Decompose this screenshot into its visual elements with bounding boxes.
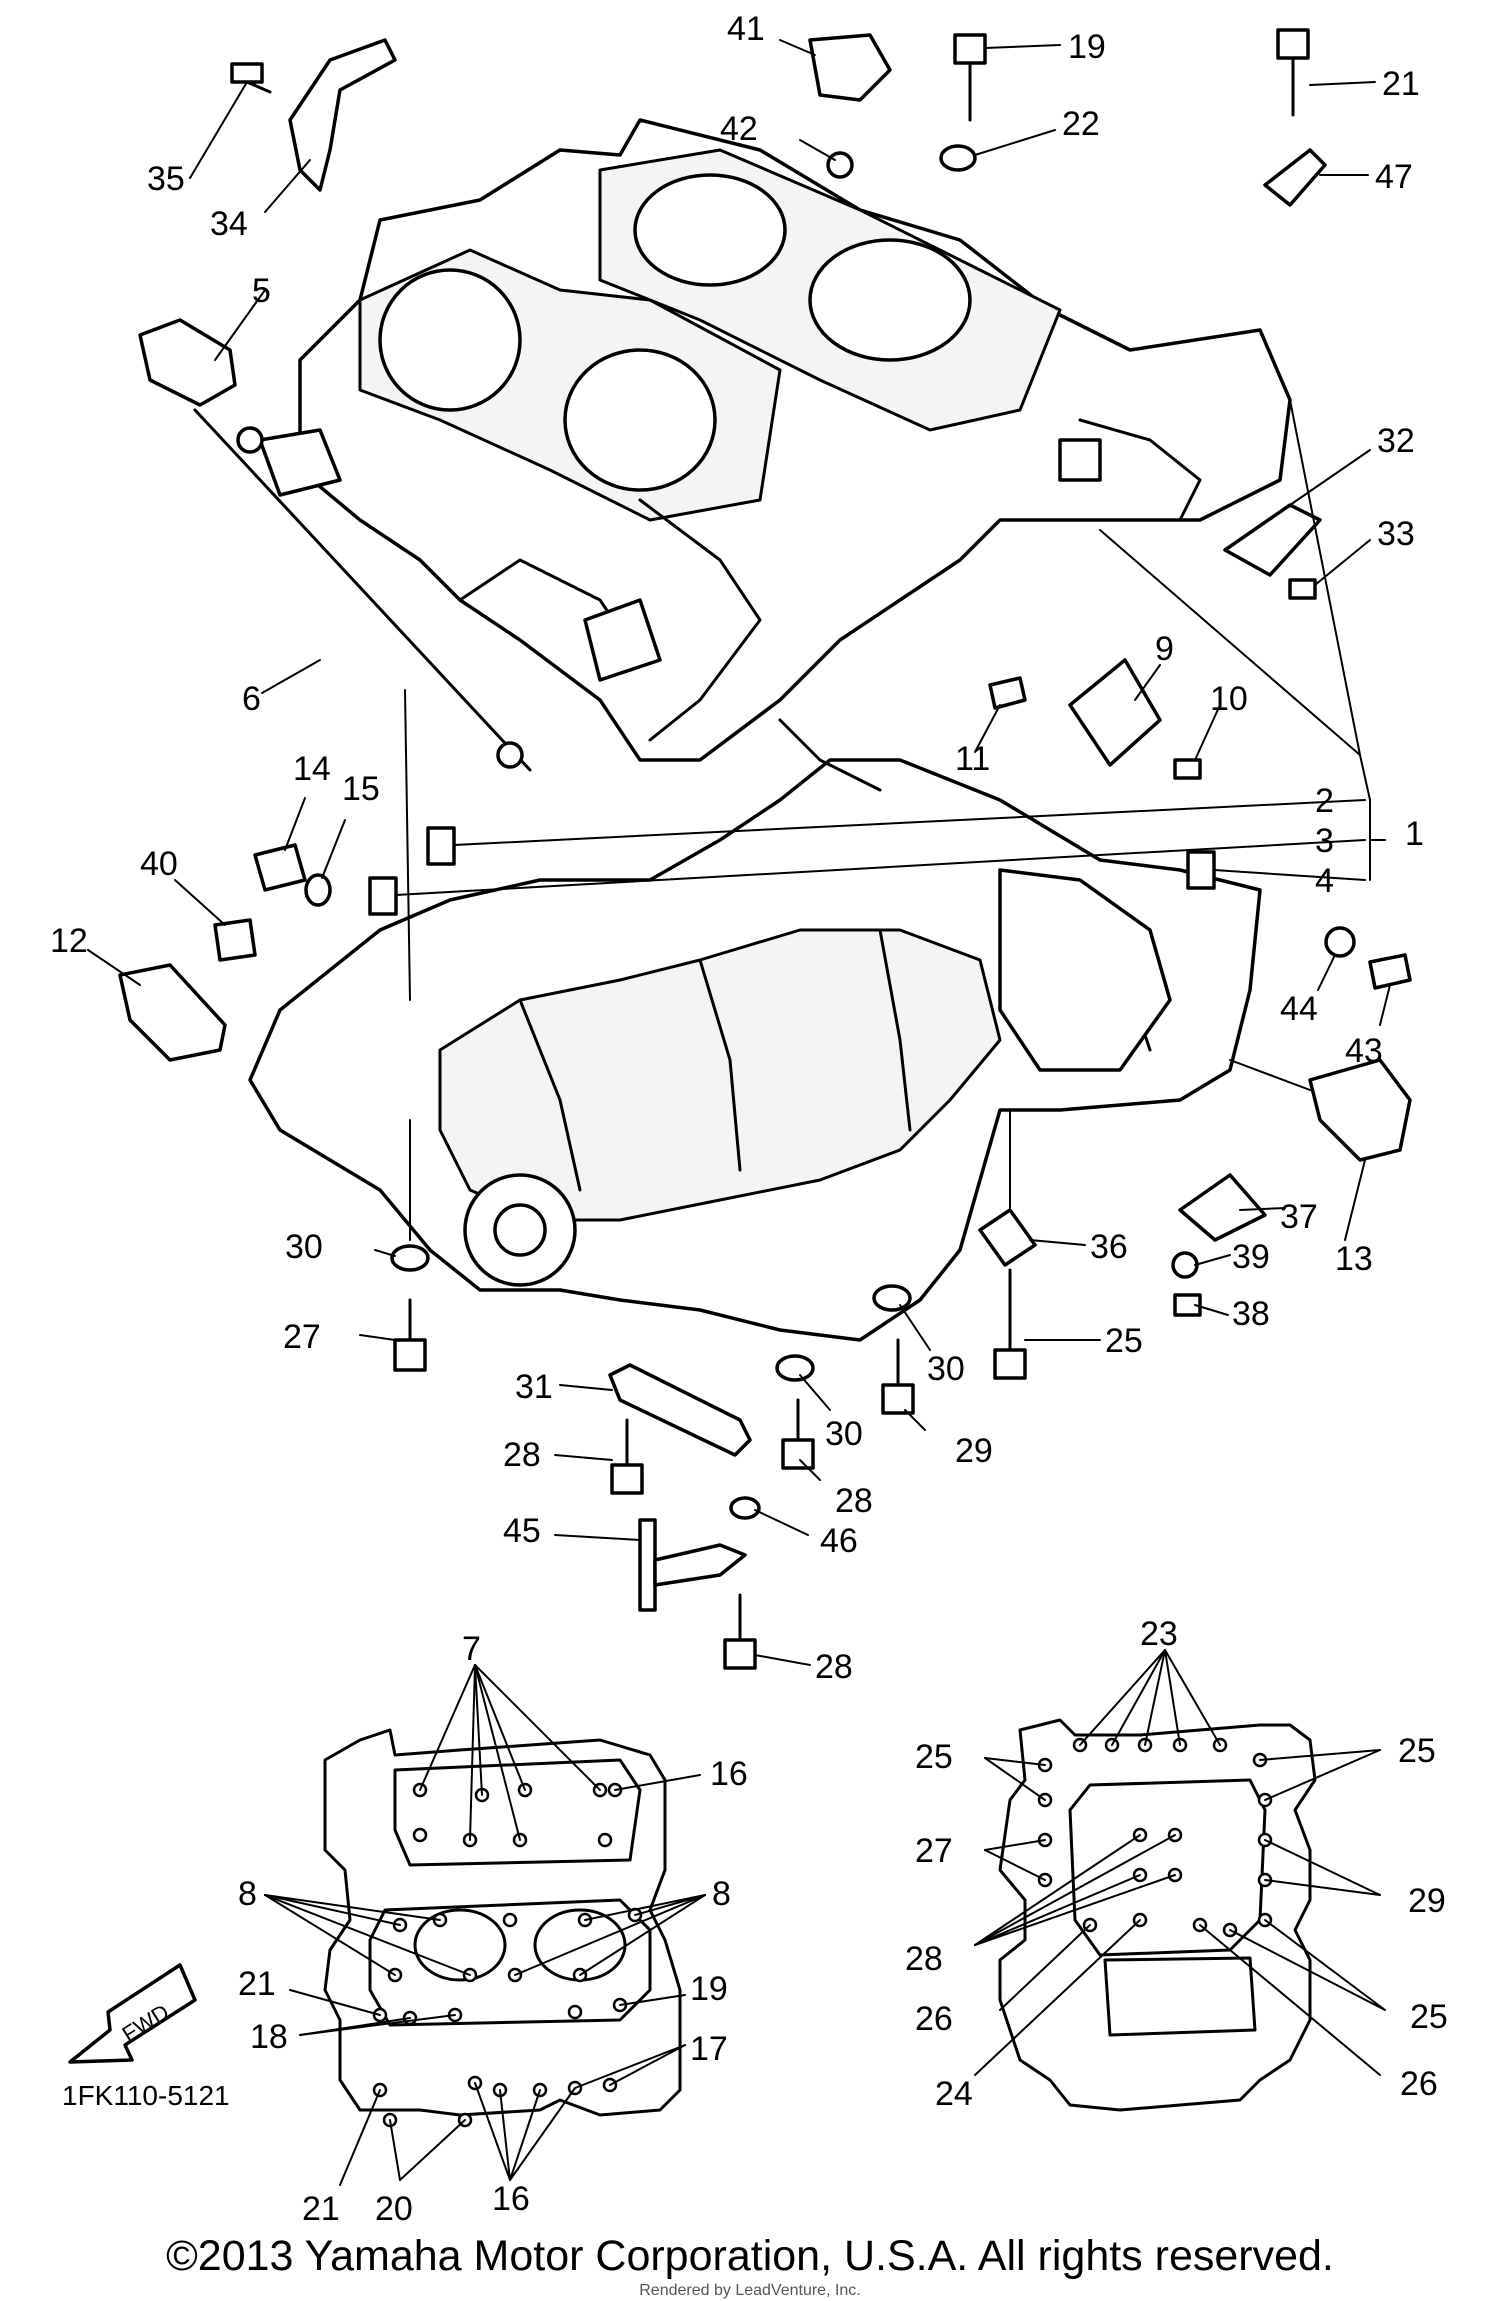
callout-28-a: 28 — [503, 1436, 541, 1474]
callout-10: 10 — [1210, 680, 1248, 718]
callout-29-mid: 29 — [955, 1432, 993, 1470]
callout-45: 45 — [503, 1512, 541, 1550]
callout-15: 15 — [342, 770, 380, 808]
callout-32: 32 — [1377, 422, 1415, 460]
callout-18: 18 — [250, 2018, 288, 2056]
callout-28-d: 28 — [905, 1940, 943, 1978]
callout-2: 2 — [1315, 782, 1334, 820]
callout-11: 11 — [955, 740, 990, 778]
callout-34: 34 — [210, 205, 248, 243]
callout-17: 17 — [690, 2030, 728, 2068]
callout-25-left: 25 — [915, 1738, 953, 1776]
diagram-code: 1FK110-5121 — [62, 2080, 230, 2111]
callout-30-b: 30 — [927, 1350, 965, 1388]
callout-36: 36 — [1090, 1228, 1128, 1266]
callout-16-top: 16 — [710, 1755, 748, 1793]
render-credit: Rendered by LeadVenture, Inc. — [639, 2282, 861, 2299]
callout-27-mid: 27 — [283, 1318, 321, 1356]
callout-19-bottom: 19 — [690, 1970, 728, 2008]
upper-crankcase — [258, 118, 1292, 762]
fwd-arrow-icon: FWD — [68, 1963, 197, 2064]
lower-crankcase — [248, 718, 1262, 1342]
callout-39: 39 — [1232, 1238, 1270, 1276]
callout-23: 23 — [1140, 1615, 1178, 1653]
callout-44: 44 — [1280, 990, 1318, 1028]
callout-28-c: 28 — [815, 1648, 853, 1686]
callout-46: 46 — [820, 1522, 858, 1560]
callout-42: 42 — [720, 110, 758, 148]
callout-9: 9 — [1155, 630, 1174, 668]
callout-4: 4 — [1315, 862, 1334, 900]
callout-21-mid: 21 — [238, 1965, 276, 2003]
callout-14: 14 — [293, 750, 331, 788]
callout-21-bottom: 21 — [302, 2190, 340, 2228]
callout-33: 33 — [1377, 515, 1415, 553]
callout-35: 35 — [147, 160, 185, 198]
callout-30-a: 30 — [285, 1228, 323, 1266]
callout-19-top: 19 — [1068, 28, 1106, 66]
callout-22: 22 — [1062, 105, 1100, 143]
callout-1: 1 — [1405, 815, 1424, 853]
callout-25-right: 25 — [1398, 1732, 1436, 1770]
lower-case-bolt-pattern — [974, 1649, 1386, 2112]
callout-29-right: 29 — [1408, 1882, 1446, 1920]
callout-25-mid: 25 — [1105, 1322, 1143, 1360]
callout-30-c: 30 — [825, 1415, 863, 1453]
callout-40: 40 — [140, 845, 178, 883]
bolt-holes-upper — [372, 1782, 643, 2128]
callout-8-right: 8 — [712, 1875, 731, 1913]
callout-26-right: 26 — [1400, 2065, 1438, 2103]
callout-25-lower: 25 — [1410, 1998, 1448, 2036]
upper-case-bolt-pattern: FWD — [68, 1664, 706, 2186]
callout-31: 31 — [515, 1368, 553, 1406]
callout-47: 47 — [1375, 158, 1413, 196]
leader-lines — [87, 39, 1391, 1666]
callout-5: 5 — [252, 272, 271, 310]
callout-21-top: 21 — [1382, 65, 1420, 103]
callout-6: 6 — [242, 680, 261, 718]
callout-28-b: 28 — [835, 1482, 873, 1520]
callout-27-right: 27 — [915, 1832, 953, 1870]
callout-38: 38 — [1232, 1295, 1270, 1333]
callout-41: 41 — [727, 10, 765, 48]
callout-37: 37 — [1280, 1198, 1318, 1236]
callout-7: 7 — [462, 1630, 481, 1668]
callout-26-left: 26 — [915, 2000, 953, 2038]
callout-8-left: 8 — [238, 1875, 257, 1913]
copyright-notice: ©2013 Yamaha Motor Corporation, U.S.A. A… — [166, 2232, 1334, 2280]
callout-16-bottom: 16 — [492, 2180, 530, 2218]
callout-3: 3 — [1315, 822, 1334, 860]
small-parts — [118, 28, 1412, 1670]
callout-24: 24 — [935, 2075, 973, 2113]
callout-12: 12 — [50, 922, 88, 960]
part-labels: 1 2 3 4 5 6 7 8 8 9 10 11 12 13 14 15 16… — [50, 10, 1448, 2228]
callout-20: 20 — [375, 2190, 413, 2228]
callout-13: 13 — [1335, 1240, 1373, 1278]
callout-43: 43 — [1345, 1032, 1383, 1070]
